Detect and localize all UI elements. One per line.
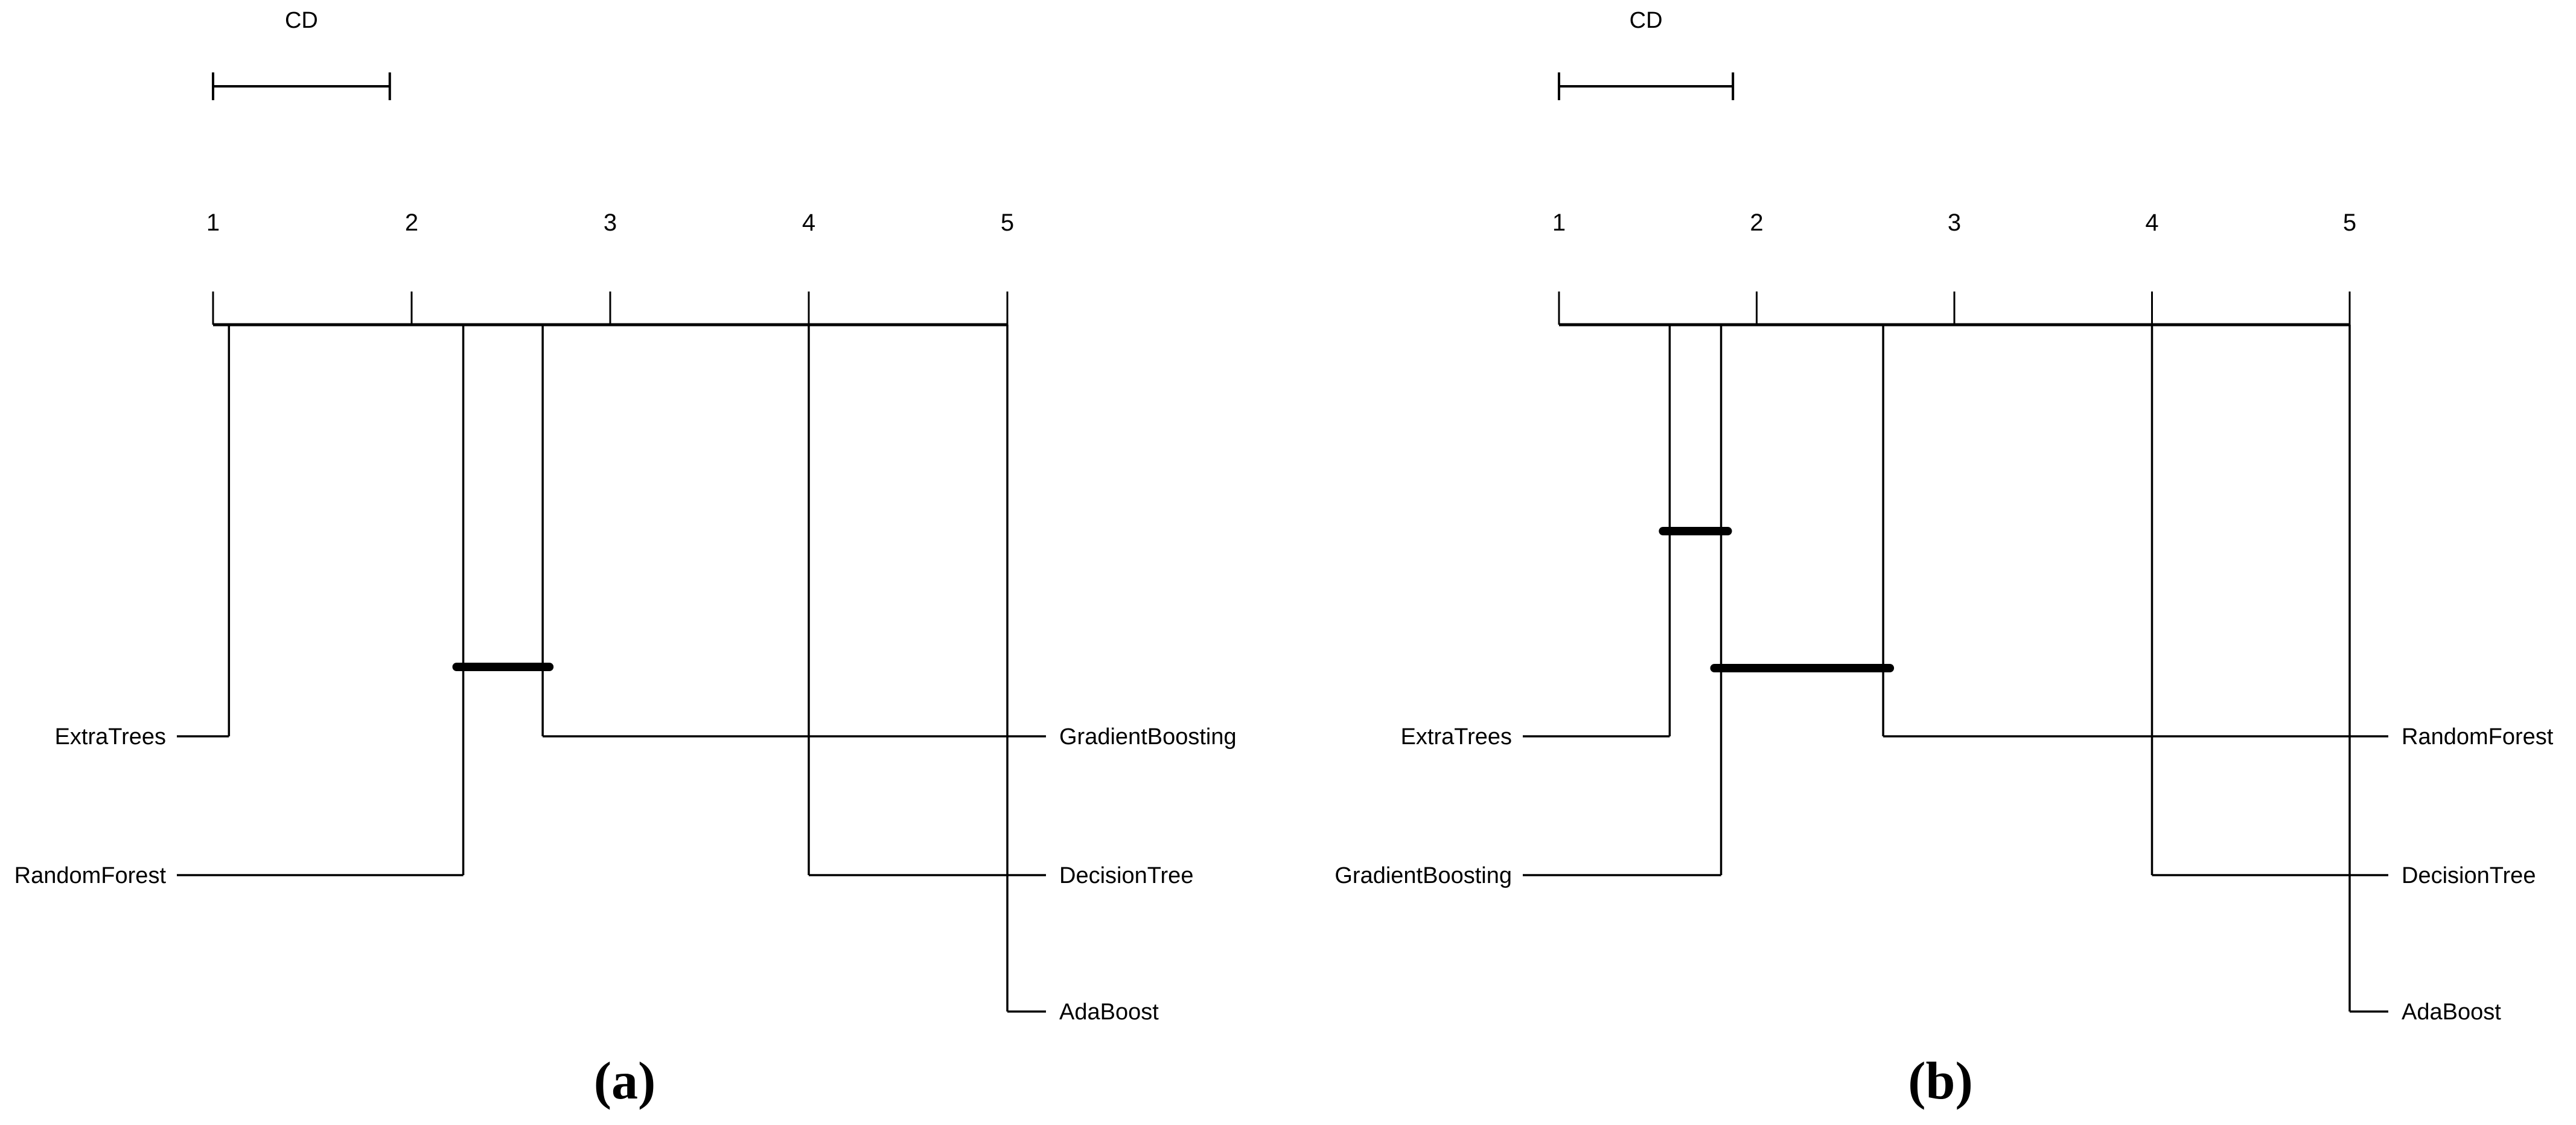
cd-label: CD (1630, 8, 1663, 33)
algorithm-label-RandomForest: RandomForest (14, 863, 167, 888)
axis-tick-label: 5 (2343, 209, 2356, 236)
axis-tick-label: 2 (1750, 209, 1763, 236)
algorithm-label-DecisionTree: DecisionTree (1059, 863, 1193, 888)
axis-tick-label: 1 (1552, 209, 1566, 236)
cd-label: CD (285, 8, 318, 33)
algorithm-label-RandomForest: RandomForest (2402, 724, 2554, 750)
algorithm-label-GradientBoosting: GradientBoosting (1334, 863, 1512, 888)
axis-tick-label: 4 (2145, 209, 2158, 236)
algorithm-label-ExtraTrees: ExtraTrees (55, 724, 166, 750)
axis-tick-label: 4 (802, 209, 815, 236)
axis-tick-label: 3 (604, 209, 617, 236)
algorithm-label-AdaBoost: AdaBoost (1059, 999, 1159, 1025)
axis-tick-label: 5 (1001, 209, 1014, 236)
axis-tick-label: 3 (1948, 209, 1961, 236)
algorithm-label-ExtraTrees: ExtraTrees (1401, 724, 1512, 750)
algorithm-label-DecisionTree: DecisionTree (2402, 863, 2536, 888)
caption-b: (b) (1908, 1052, 1973, 1111)
caption-a: (a) (594, 1052, 656, 1111)
axis-tick-label: 1 (206, 209, 220, 236)
algorithm-label-GradientBoosting: GradientBoosting (1059, 724, 1237, 750)
algorithm-label-AdaBoost: AdaBoost (2402, 999, 2501, 1025)
axis-tick-label: 2 (405, 209, 418, 236)
